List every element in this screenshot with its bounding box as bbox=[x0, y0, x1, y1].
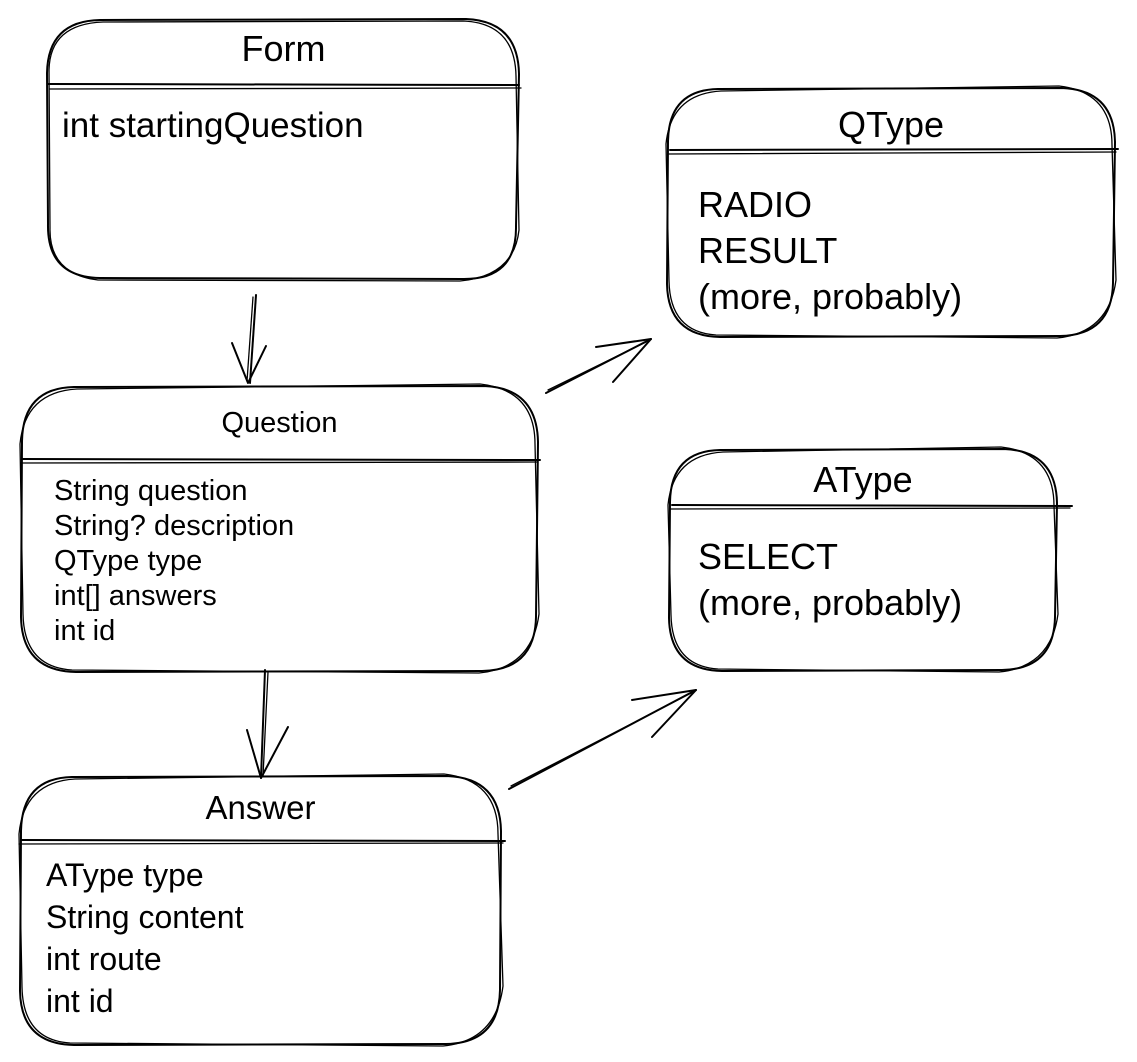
field-item: SELECT bbox=[698, 536, 839, 577]
field-item: int startingQuestion bbox=[62, 106, 364, 145]
form-fields: int startingQuestion bbox=[62, 104, 364, 148]
field-item: QType type bbox=[54, 545, 203, 577]
field-item: (more, probably) bbox=[698, 276, 963, 317]
question-title: Question bbox=[221, 407, 338, 439]
field-item: int id bbox=[46, 983, 114, 1019]
question-fields: String question String? description QTyp… bbox=[54, 474, 294, 649]
form-box: Form int startingQuestion bbox=[48, 20, 519, 278]
qtype-box-outline bbox=[665, 85, 1119, 339]
qtype-box: QType RADIO RESULT (more, probably) bbox=[667, 89, 1115, 336]
qtype-title: QType bbox=[837, 104, 945, 145]
qtype-divider bbox=[669, 148, 1119, 151]
atype-box: AType SELECT (more, probably) bbox=[669, 450, 1057, 670]
answer-box: Answer AType type String content int rou… bbox=[20, 777, 501, 1045]
field-item: int id bbox=[54, 615, 116, 647]
question-box-outline bbox=[19, 383, 541, 674]
field-item: String? description bbox=[54, 510, 295, 542]
form-box-outline bbox=[46, 18, 522, 282]
field-item: int[] answers bbox=[54, 580, 217, 612]
field-item: AType type bbox=[46, 857, 204, 893]
arrow-question-to-answer bbox=[246, 669, 289, 779]
field-item: String content bbox=[46, 899, 244, 935]
atype-title: AType bbox=[813, 459, 913, 500]
field-item: int route bbox=[46, 941, 162, 977]
atype-divider bbox=[671, 504, 1073, 507]
field-item: (more, probably) bbox=[698, 582, 963, 623]
answer-title: Answer bbox=[205, 789, 316, 826]
answer-box-outline bbox=[18, 773, 506, 1047]
atype-box-outline bbox=[667, 446, 1073, 673]
qtype-fields: RADIO RESULT (more, probably) bbox=[698, 182, 962, 320]
question-divider bbox=[22, 458, 541, 461]
arrow-form-to-question bbox=[231, 294, 267, 384]
arrow-answer-to-atype bbox=[508, 689, 697, 790]
field-item: String question bbox=[54, 475, 248, 507]
atype-fields: SELECT (more, probably) bbox=[698, 534, 962, 626]
form-title: Form bbox=[241, 28, 326, 69]
answer-fields: AType type String content int route int … bbox=[46, 854, 243, 1022]
field-item: RADIO bbox=[698, 184, 813, 225]
question-box: Question String question String? descrip… bbox=[21, 387, 538, 672]
answer-divider bbox=[20, 839, 506, 842]
form-divider bbox=[47, 83, 520, 86]
field-item: RESULT bbox=[698, 230, 838, 271]
arrow-question-to-qtype bbox=[545, 338, 652, 394]
